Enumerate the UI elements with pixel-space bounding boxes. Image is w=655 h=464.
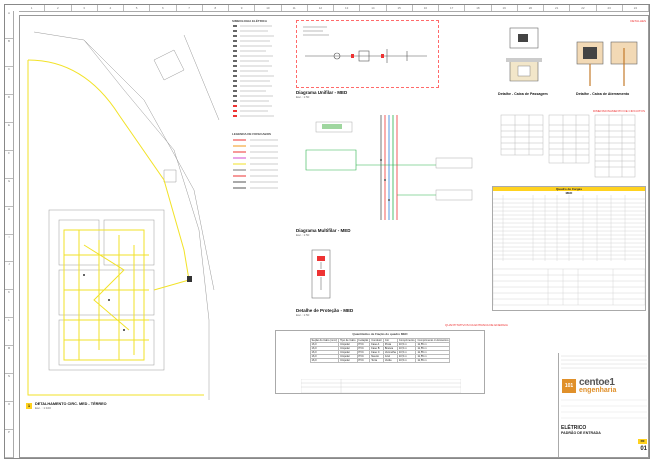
title-block: 101 centoe1 engenharia ELÉTRICO PADRÃO D…	[558, 353, 649, 457]
unifilar-title: Diagrama Unifilar - MED	[296, 90, 348, 95]
multifilar-scale: Esc.: 1:50	[296, 233, 310, 237]
quadro-cargas-sub: MED	[493, 191, 645, 195]
content-label: PADRÃO DE ENTRADA	[561, 431, 601, 435]
cell: Unipolar	[338, 358, 358, 364]
cell: PVC	[356, 358, 371, 364]
title-block-lines	[561, 355, 647, 369]
quantitativo-secondary-table	[301, 379, 461, 393]
discipline-label: ELÉTRICO	[561, 425, 587, 431]
dimensionamento-header: DIMENSIONAMENTO DE CIRCUITOS	[592, 109, 645, 113]
quantitativo-table: Seção do Cabo (mm²) Tipo de Cabo Isolaçã…	[309, 338, 451, 364]
protecao-title: Detalhe de Proteção - MED	[296, 308, 354, 313]
unifilar-diagram	[303, 26, 427, 63]
cell: Terra	[369, 358, 384, 364]
company-sub: engenharia	[579, 387, 617, 394]
protecao-scale: Esc.: 1:50	[296, 313, 310, 317]
caixa-passagem-title: Detalhe - Caixa de Passagem	[498, 92, 548, 96]
caixas-section: DETALHES Detalhe - Caixa de Passagem Det…	[490, 19, 646, 108]
quadro-cargas[interactable]: Quadro de Cargas MED	[492, 186, 646, 311]
company-logo: 101 centoe1 engenharia	[562, 378, 649, 394]
protecao-caption: Detalhe de Proteção - MED Esc.: 1:50	[296, 308, 353, 317]
caixa-passagem-drawing[interactable]	[500, 26, 550, 88]
multifilar-diagram[interactable]	[296, 110, 486, 225]
drawing-area: 1 DETALHAMENTO CIRC. MED - TÉRREO Esc. :…	[19, 15, 649, 458]
main-drawing-scale: Esc. : 1:100	[35, 406, 51, 410]
company-logo-mark: 101	[562, 379, 576, 393]
caixa-aterramento-title: Detalhe - Caixa de Aterramento	[576, 92, 630, 96]
main-drawing-caption: 1 DETALHAMENTO CIRC. MED - TÉRREO Esc. :…	[26, 402, 107, 410]
unifilar-frame[interactable]	[296, 20, 439, 88]
dimensionamento-tables	[500, 115, 636, 178]
dimensionamento-section: DIMENSIONAMENTO DE CIRCUITOS	[495, 109, 645, 182]
main-drawing-title: DETALHAMENTO CIRC. MED - TÉRREO	[35, 402, 107, 406]
legend-title: SIMBOLOGIA ELÉTRICA	[232, 19, 268, 23]
unifilar-caption: Diagrama Unifilar - MED Esc.: 1:50	[296, 90, 347, 99]
cell: 11,55 m	[415, 358, 451, 364]
caixas-header: DETALHES	[630, 19, 646, 23]
quadro-cargas-grid	[492, 195, 646, 306]
legend-symbols	[233, 25, 274, 118]
unifilar-scale: Esc.: 1:50	[296, 95, 310, 99]
legend-cable-lines	[233, 139, 278, 189]
sheet-number: 01	[640, 446, 647, 452]
quantitativo-header-row: Seção do Cabo (mm²) Tipo de Cabo Isolaçã…	[309, 338, 451, 344]
legend-subtitle: LEGENDA DE FIOS/CABOS	[232, 132, 272, 137]
cell: 16,0	[309, 358, 340, 364]
quadro-cargas-title: Quadro de Cargas	[493, 187, 645, 191]
revision-badge: R0	[638, 439, 647, 444]
quantitativo-frame[interactable]: Quantitativo de Fiação do quadro MED Seç…	[275, 330, 485, 394]
cell: Verde	[382, 358, 398, 364]
legend-panel: SIMBOLOGIA ELÉTRICA LEGENDA DE FIOS/CABO…	[232, 19, 294, 195]
protecao-detail[interactable]	[300, 246, 340, 306]
drawing-number-badge: 1	[26, 403, 32, 409]
caixa-aterramento-drawing[interactable]	[575, 38, 640, 90]
title-block-fields	[561, 399, 647, 419]
quantitativo-title: Quantitativo de Fiação do quadro MED	[352, 332, 408, 336]
cell: 10,5 m	[396, 358, 417, 364]
multifilar-title: Diagrama Multifilar - MED	[296, 228, 351, 233]
company-name: centoe1	[579, 377, 615, 388]
site-plan[interactable]	[24, 30, 224, 406]
multifilar-caption: Diagrama Multifilar - MED Esc.: 1:50	[296, 228, 351, 237]
quantitativo-red-label: QUANTITATIVOS DA ENTRADA DE ENERGIA	[445, 323, 508, 327]
